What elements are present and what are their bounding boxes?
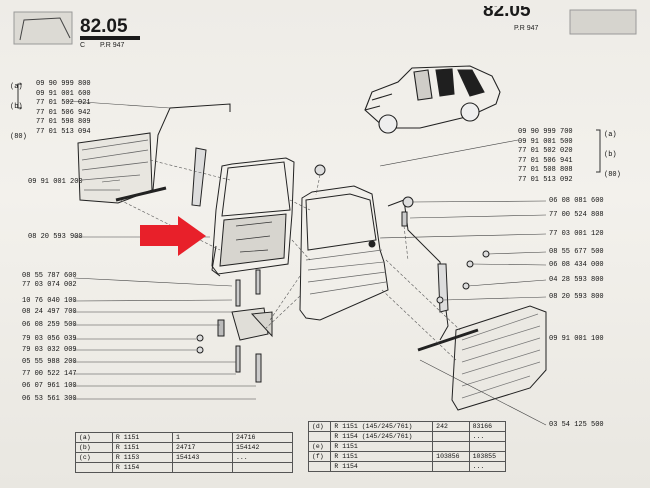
callout-label: 09 91 001 600 xyxy=(36,89,91,98)
callouts-left-top: 09 90 999 800 09 91 001 600 77 01 502 02… xyxy=(36,80,91,137)
callout-label: 06 07 961 100 xyxy=(22,382,77,390)
callout-label: 77 03 001 120 xyxy=(549,230,604,238)
table-row: R 1154... xyxy=(307,461,507,472)
callout-label: 77 00 524 808 xyxy=(549,211,604,219)
callout-label: 77 01 506 942 xyxy=(36,108,91,117)
callout-label: 06 08 081 600 xyxy=(549,197,604,205)
callout-label: 09 91 001 100 xyxy=(549,335,604,343)
right-window-frame xyxy=(387,199,449,341)
callout-label: 77 01 506 941 xyxy=(518,156,573,165)
callout-label: 79 03 032 009 xyxy=(22,346,77,354)
sub-ref: P.R 947 xyxy=(100,42,125,49)
markers-left-top: (a) (b) (80) xyxy=(10,83,27,141)
callout-label: 08 20 593 800 xyxy=(549,293,604,301)
red-arrow xyxy=(140,216,206,256)
callout-label: 03 54 125 500 xyxy=(549,421,604,429)
callout-label: 08 24 497 700 xyxy=(22,308,77,316)
callout-label: 77 00 522 147 xyxy=(22,370,77,378)
callout-label: 77 01 502 020 xyxy=(518,147,573,155)
sub-ref-right: P.R 947 xyxy=(514,25,539,32)
callout-label: 04 28 593 800 xyxy=(549,276,604,284)
callout-label: 09 91 001 500 xyxy=(518,137,573,146)
callout-label: 77 01 598 809 xyxy=(36,118,91,126)
callout-label: 05 55 988 200 xyxy=(22,358,77,366)
small-parts xyxy=(196,164,490,383)
leader-lines-left xyxy=(67,100,256,400)
callout-label: 08 55 677 500 xyxy=(549,248,604,256)
car-illustration xyxy=(364,65,501,134)
leader-lines-right xyxy=(379,139,547,426)
callout-label: 06 53 561 300 xyxy=(22,395,77,403)
header-bar xyxy=(80,36,140,40)
markers-right-top: (a) (b) (80) xyxy=(604,131,621,179)
thumb-car-right xyxy=(569,9,637,35)
callout-label: 09 90 999 700 xyxy=(518,128,573,136)
table-row: R 1154 (145/245/761)... xyxy=(307,431,507,442)
callout-label: 77 01 508 808 xyxy=(518,166,573,174)
thumb-car-left xyxy=(13,11,73,45)
callout-label: 08 55 787 600 xyxy=(22,272,77,280)
right-door-frame xyxy=(299,185,389,321)
table-row: (e)R 1151 xyxy=(307,441,507,452)
left-door-inner xyxy=(211,157,295,277)
callout-label: 08 20 593 900 xyxy=(28,233,83,241)
callout-label: 09 90 999 800 xyxy=(36,80,91,88)
left-door-skin xyxy=(77,132,167,204)
sub-letter: C xyxy=(80,42,86,49)
callout-label: 77 01 513 092 xyxy=(518,175,573,184)
callout-label: 06 08 434 000 xyxy=(549,261,604,269)
callout-label: 06 08 259 500 xyxy=(22,321,77,329)
callout-label: 77 01 502 021 xyxy=(36,99,91,107)
callout-label: 10 76 040 100 xyxy=(22,297,77,305)
callout-label: 77 03 074 002 xyxy=(22,281,77,289)
callout-label: 09 91 001 200 xyxy=(28,178,83,186)
page-number: 82.05 xyxy=(80,16,128,37)
page-number-right: 82.05 xyxy=(483,0,531,21)
callout-label: 79 03 056 039 xyxy=(22,335,77,343)
table-row: R 1154 xyxy=(75,462,294,473)
callout-label: 77 01 513 094 xyxy=(36,127,91,136)
callouts-right-top: 09 90 999 700 09 91 001 500 77 01 502 02… xyxy=(518,128,573,185)
right-door-skin xyxy=(417,305,547,411)
